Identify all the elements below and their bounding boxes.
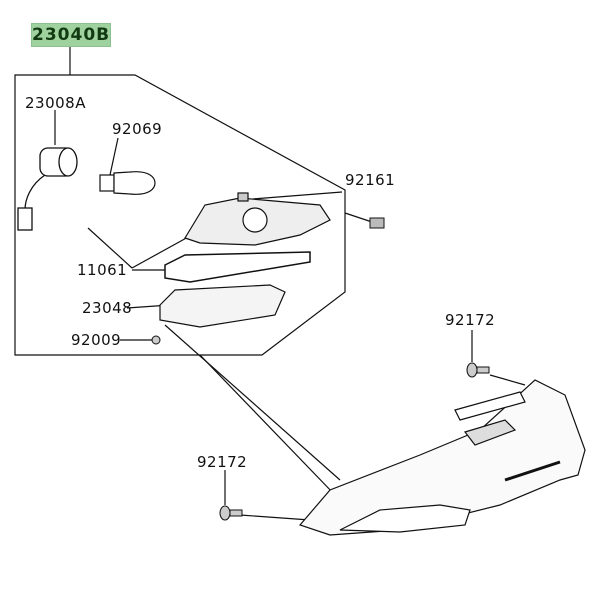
part-label-92172-lower[interactable]: 92172: [197, 453, 248, 471]
housing-icon: [184, 192, 331, 246]
bulb-icon: [99, 171, 156, 195]
screw-icon: [151, 335, 161, 345]
screw-icon: [466, 362, 490, 378]
part-label-92161[interactable]: 92161: [345, 171, 396, 189]
lens-icon: [159, 284, 286, 328]
assembly-outline: [14, 74, 346, 356]
part-label-11061[interactable]: 11061: [77, 261, 128, 279]
screw-icon: [219, 505, 243, 521]
part-label-92172-upper[interactable]: 92172: [445, 311, 496, 329]
socket-icon: [17, 147, 78, 231]
cowl-icon: [298, 379, 586, 536]
damper-icon: [369, 217, 385, 229]
part-label-92009[interactable]: 92009: [71, 331, 122, 349]
part-label-23008a[interactable]: 23008A: [25, 94, 86, 112]
part-label-23048[interactable]: 23048: [82, 299, 133, 317]
assembly-part-number[interactable]: 23040B: [31, 23, 111, 47]
part-label-92069[interactable]: 92069: [112, 120, 163, 138]
leader-92161: [344, 212, 373, 223]
gasket-icon: [164, 251, 311, 283]
leader-92069: [109, 137, 119, 176]
